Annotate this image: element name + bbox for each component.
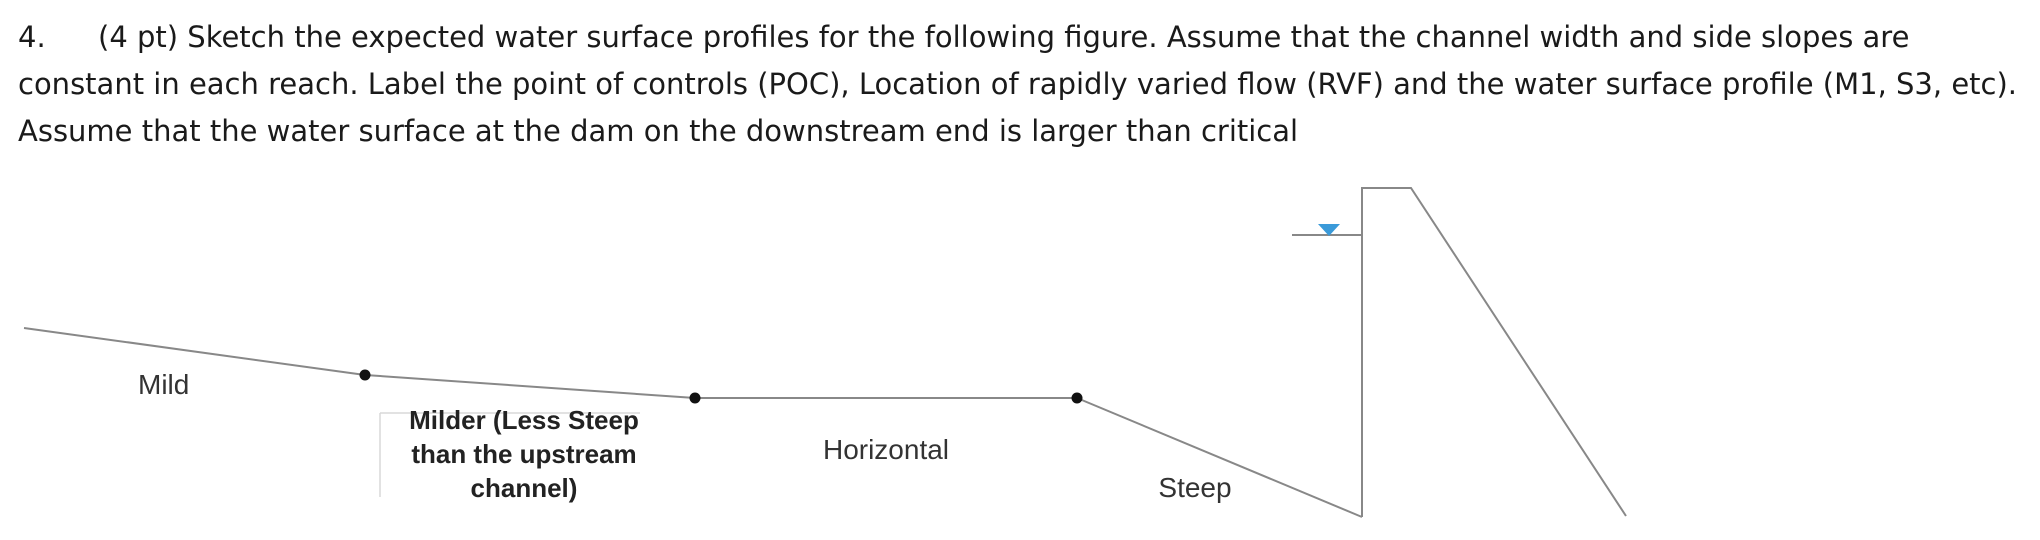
reach-label-milder-line-1: Milder (Less Steep [409, 405, 639, 435]
question-number: 4. [18, 20, 46, 54]
slope-break-points [359, 369, 1083, 404]
reach-label-horizontal: Horizontal [823, 434, 949, 465]
break-point-mild-milder [359, 369, 371, 381]
reach-label-steep: Steep [1158, 472, 1231, 503]
milder-reach-bed [364, 374, 696, 399]
break-point-horizontal-steep [1071, 392, 1083, 404]
question-body: (4 pt) Sketch the expected water surface… [18, 20, 2018, 148]
reach-label-milder-line-2: than the upstream [411, 439, 636, 469]
dam [1292, 187, 1627, 517]
steep-reach-bed [1076, 397, 1363, 518]
dam-outline [1361, 187, 1627, 517]
break-point-milder-horizontal [689, 392, 701, 404]
channel-bed [23, 327, 1363, 518]
question-text-block: 4.(4 pt) Sketch the expected water surfa… [18, 14, 2028, 155]
water-surface-symbol [1318, 224, 1340, 236]
reach-label-milder-line-3: channel) [471, 473, 578, 503]
milder-label-box-lines [379, 412, 640, 497]
mild-reach-bed [23, 327, 366, 376]
reach-label-mild: Mild [138, 369, 189, 400]
